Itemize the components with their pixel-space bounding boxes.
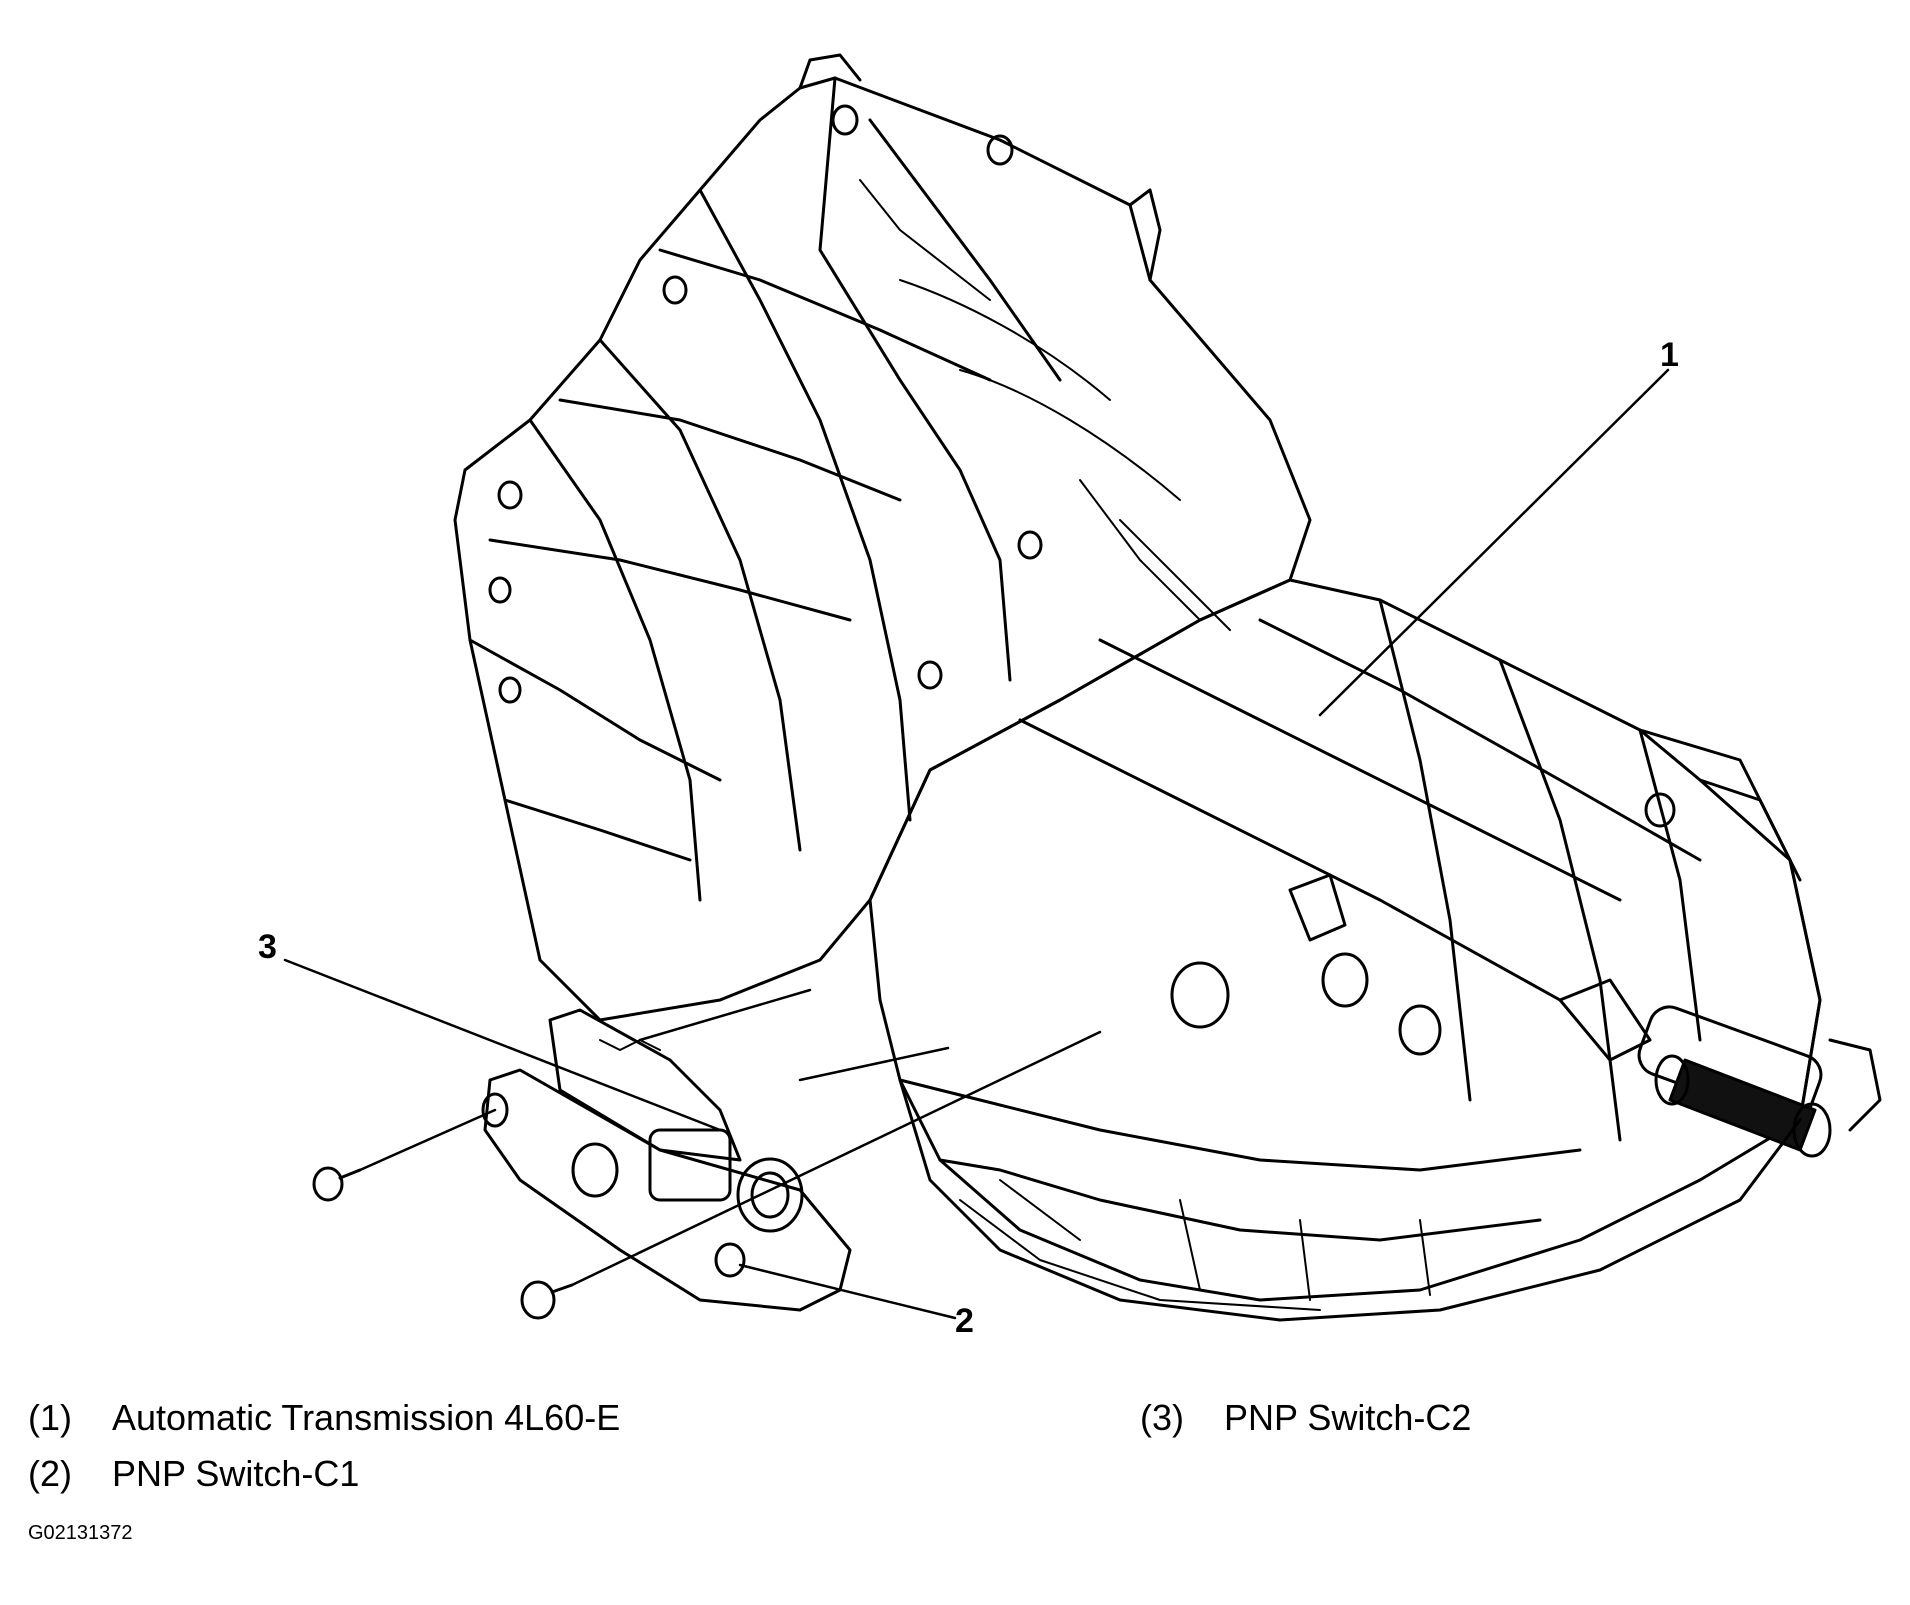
tail-housing	[1637, 728, 1882, 1158]
legend-number: (1)	[28, 1397, 72, 1438]
callout-2: 2	[955, 1302, 974, 1340]
leader-lines	[283, 368, 1670, 1320]
legend-number: (2)	[28, 1453, 72, 1494]
legend-number: (3)	[1140, 1397, 1184, 1438]
bell-housing	[453, 53, 1312, 1022]
legend-item-3: (3) PNP Switch-C2	[1140, 1400, 1471, 1436]
legend-item-2: (2) PNP Switch-C1	[28, 1456, 359, 1492]
legend-label: PNP Switch-C1	[112, 1453, 360, 1494]
transmission-diagram	[283, 53, 1882, 1322]
install-line-left	[358, 1108, 497, 1172]
install-line-switch	[638, 988, 812, 1042]
callout-3: 3	[258, 928, 277, 966]
leader-3	[283, 958, 722, 1132]
leader-1	[1318, 368, 1670, 717]
install-line-lower	[570, 1030, 1102, 1287]
pnp-switch	[481, 1008, 852, 1312]
oil-pan	[898, 1078, 1802, 1322]
legend-label: PNP Switch-C2	[1224, 1397, 1472, 1438]
callout-1: 1	[1660, 336, 1679, 374]
legend-item-1: (1) Automatic Transmission 4L60-E	[28, 1400, 620, 1436]
bolt-left	[312, 1166, 362, 1202]
output-shaft-spline	[1654, 1054, 1832, 1158]
transmission-case	[868, 479, 1822, 1302]
leader-2	[798, 1046, 950, 1082]
figure-id: G02131372	[28, 1522, 133, 1544]
bolt-lower	[520, 1280, 574, 1320]
legend-label: Automatic Transmission 4L60-E	[112, 1397, 621, 1438]
leader-2b	[738, 1263, 957, 1320]
